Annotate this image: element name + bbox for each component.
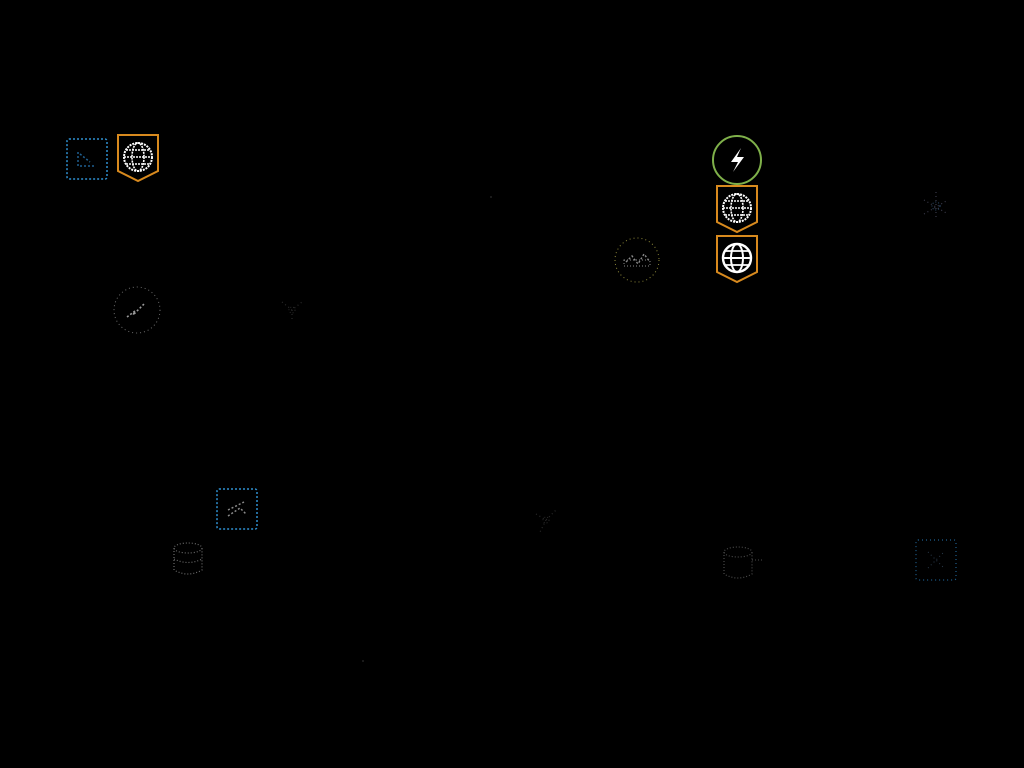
speck bbox=[362, 660, 364, 662]
circle-hub-icon[interactable] bbox=[612, 236, 662, 284]
star-node-icon[interactable] bbox=[916, 186, 956, 226]
orange-shield-globe-icon[interactable] bbox=[116, 133, 160, 183]
orange-shield-globe-icon[interactable] bbox=[715, 184, 759, 234]
green-circle-bolt-icon[interactable] bbox=[711, 134, 763, 186]
circle-bolt-icon[interactable] bbox=[111, 285, 163, 335]
speck bbox=[490, 196, 492, 198]
database-icon[interactable] bbox=[166, 538, 210, 580]
database-icon[interactable] bbox=[714, 540, 764, 586]
node-cluster-icon[interactable] bbox=[272, 290, 312, 330]
blue-square-arrow-icon[interactable] bbox=[216, 488, 258, 530]
blue-square-arrow-icon[interactable] bbox=[66, 138, 108, 180]
orange-shield-globe-icon[interactable] bbox=[715, 234, 759, 284]
node-cluster-icon[interactable] bbox=[526, 500, 566, 540]
blue-square-icon[interactable] bbox=[914, 538, 958, 582]
